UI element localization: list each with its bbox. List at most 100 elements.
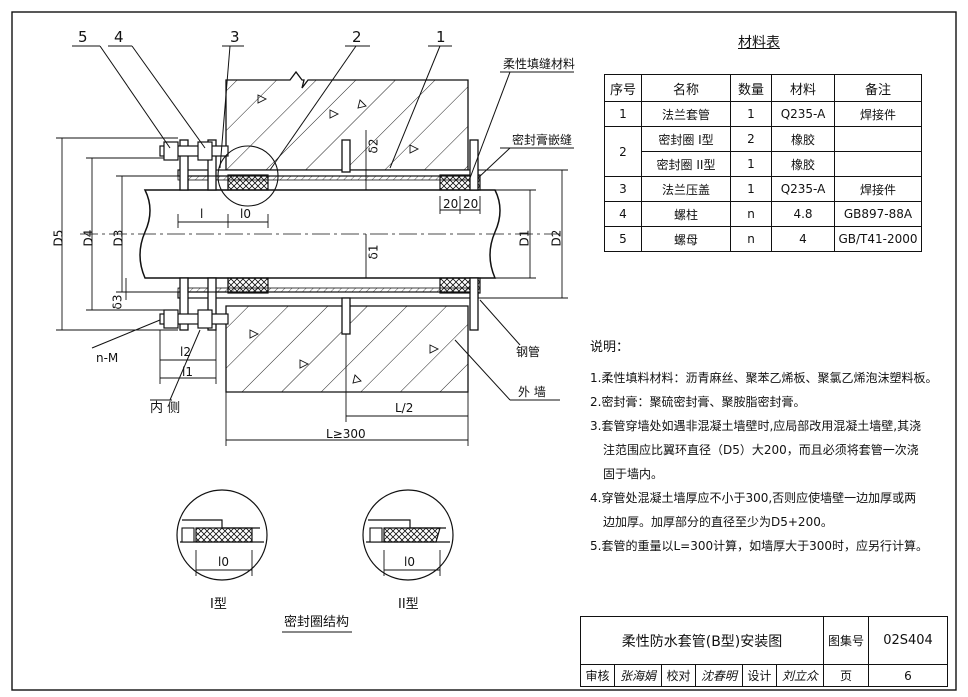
col-header: 数量	[730, 74, 772, 102]
dim-20-a: 20	[443, 197, 459, 211]
cell: GB897-88A	[834, 201, 922, 227]
callout-4: 4	[114, 28, 124, 46]
cell: 焊接件	[834, 101, 922, 127]
design-label: 设计	[741, 664, 777, 687]
label-sealant: 密封膏嵌缝	[512, 133, 573, 147]
cell: 4	[771, 226, 835, 252]
col-header: 序号	[604, 74, 642, 102]
cell: 1	[730, 151, 772, 177]
label-steel-pipe: 钢管	[516, 345, 541, 359]
callout-1: 1	[436, 28, 446, 46]
detail-l0-type1: l0	[218, 555, 229, 569]
dim-D5: D5	[51, 229, 66, 247]
table-row: 密封圈 II型 1 橡胶	[605, 151, 922, 177]
cell: 焊接件	[834, 176, 922, 202]
dim-D3: D3	[111, 229, 126, 247]
leader-lines	[72, 45, 574, 401]
table-row: 1 法兰套管 1 Q235-A 焊接件	[604, 101, 922, 127]
notes-heading: 说明：	[590, 340, 630, 355]
note-line: 固于墙内。	[603, 467, 664, 481]
title-block: 柔性防水套管(B型)安装图 图集号 02S404 审核 张海娟 校对 沈春明 设…	[580, 616, 948, 687]
table-row: 5 螺母 n 4 GB/T41-2000	[604, 226, 922, 252]
materials-table: 序号 名称 数量 材料 备注 1 法兰套管 1 Q235-A 焊接件 2 密封圈…	[604, 74, 922, 252]
cell: Q235-A	[771, 176, 835, 202]
note-line: 3.套管穿墙处如遇非混凝土墙壁时,应局部改用混凝土墙壁,其浇	[590, 419, 922, 433]
dim-delta1: δ1	[366, 244, 381, 260]
check-label: 校对	[660, 664, 696, 687]
checker-signature: 沈春明	[694, 664, 743, 687]
reviewer-signature: 张海娟	[613, 664, 662, 687]
cell	[834, 151, 922, 177]
label-flexible-fill: 柔性填缝材料	[503, 57, 576, 71]
atlas-label: 图集号	[823, 616, 869, 665]
detail-section-title: 密封圈结构	[284, 615, 350, 630]
notes: 说明： 1.柔性填料材料：沥青麻丝、聚苯乙烯板、聚氯乙烯泡沫塑料板。 2.密封膏…	[590, 336, 937, 558]
dim-l0: l0	[240, 207, 251, 221]
note-line: 边加厚。加厚部分的直径至少为D5+200。	[603, 515, 833, 529]
detail-type-1	[176, 489, 268, 581]
cell: 密封圈 I型	[641, 126, 731, 152]
cell: 法兰套管	[641, 101, 731, 127]
dim-delta3: δ3	[110, 294, 125, 310]
col-header: 备注	[834, 74, 922, 102]
col-header: 名称	[641, 74, 731, 102]
page-number: 6	[868, 664, 948, 687]
cell: 3	[604, 176, 642, 202]
review-label: 审核	[580, 664, 615, 687]
cell: 4	[604, 201, 642, 227]
cell: 法兰压盖	[641, 176, 731, 202]
cell: 2	[604, 126, 642, 177]
atlas-number: 02S404	[868, 616, 948, 665]
cell	[834, 126, 922, 152]
callout-2: 2	[352, 28, 362, 46]
dim-D1: D1	[517, 229, 532, 247]
label-n-m: n-M	[96, 351, 119, 365]
table-row: 4 螺柱 n 4.8 GB897-88A	[604, 201, 922, 227]
cell: 1	[730, 101, 772, 127]
dim-20-b: 20	[463, 197, 479, 211]
callout-3: 3	[230, 28, 240, 46]
table-row: 3 法兰压盖 1 Q235-A 焊接件	[604, 176, 922, 202]
detail-type1-label: I型	[210, 597, 227, 612]
cell: 螺母	[641, 226, 731, 252]
dim-D4: D4	[81, 229, 96, 247]
callout-5: 5	[78, 28, 88, 46]
drawing-title: 柔性防水套管(B型)安装图	[580, 616, 824, 665]
dim-l1: l1	[182, 365, 193, 379]
sleeve-upper	[159, 139, 481, 191]
cell: 螺柱	[641, 201, 731, 227]
cell: n	[730, 201, 772, 227]
dimension-lines	[56, 130, 568, 446]
cell: 2	[730, 126, 772, 152]
dim-D2: D2	[549, 229, 564, 247]
cell: 5	[604, 226, 642, 252]
dim-l2: l2	[180, 345, 191, 359]
cell: GB/T41-2000	[834, 226, 922, 252]
detail-l0-type2: l0	[404, 555, 415, 569]
note-line: 4.穿管处混凝土墙厚应不小于300,否则应使墙壁一边加厚或两	[590, 491, 917, 505]
designer-signature: 刘立众	[775, 664, 825, 687]
col-header: 材料	[771, 74, 835, 102]
cell: 密封圈 II型	[641, 151, 731, 177]
table-row: 2 密封圈 I型 2 橡胶	[604, 126, 922, 177]
note-line: 注范围应比翼环直径（D5）大200，而且必须将套管一次浇	[603, 443, 919, 457]
note-line: 5.套管的重量以L=300计算，如墙厚大于300时，应另行计算。	[590, 539, 929, 553]
cell: n	[730, 226, 772, 252]
materials-title: 材料表	[738, 35, 780, 51]
label-outer-wall: 外 墙	[518, 385, 546, 399]
steel-pipe	[80, 189, 560, 279]
label-inner-side: 内 侧	[150, 401, 181, 416]
cell: 橡胶	[771, 151, 835, 177]
dim-L-total: L≥300	[326, 427, 366, 441]
dim-delta2: δ2	[366, 138, 381, 154]
note-line: 2.密封膏：聚硫密封膏、聚胺脂密封膏。	[590, 395, 806, 409]
sleeve-lower	[159, 277, 481, 335]
page-label: 页	[823, 664, 869, 687]
cell: 橡胶	[771, 126, 835, 152]
detail-circle	[217, 145, 279, 207]
cell: 1	[604, 101, 642, 127]
detail-type2-label: II型	[398, 597, 419, 612]
cell: Q235-A	[771, 101, 835, 127]
drawing-frame	[11, 11, 957, 691]
